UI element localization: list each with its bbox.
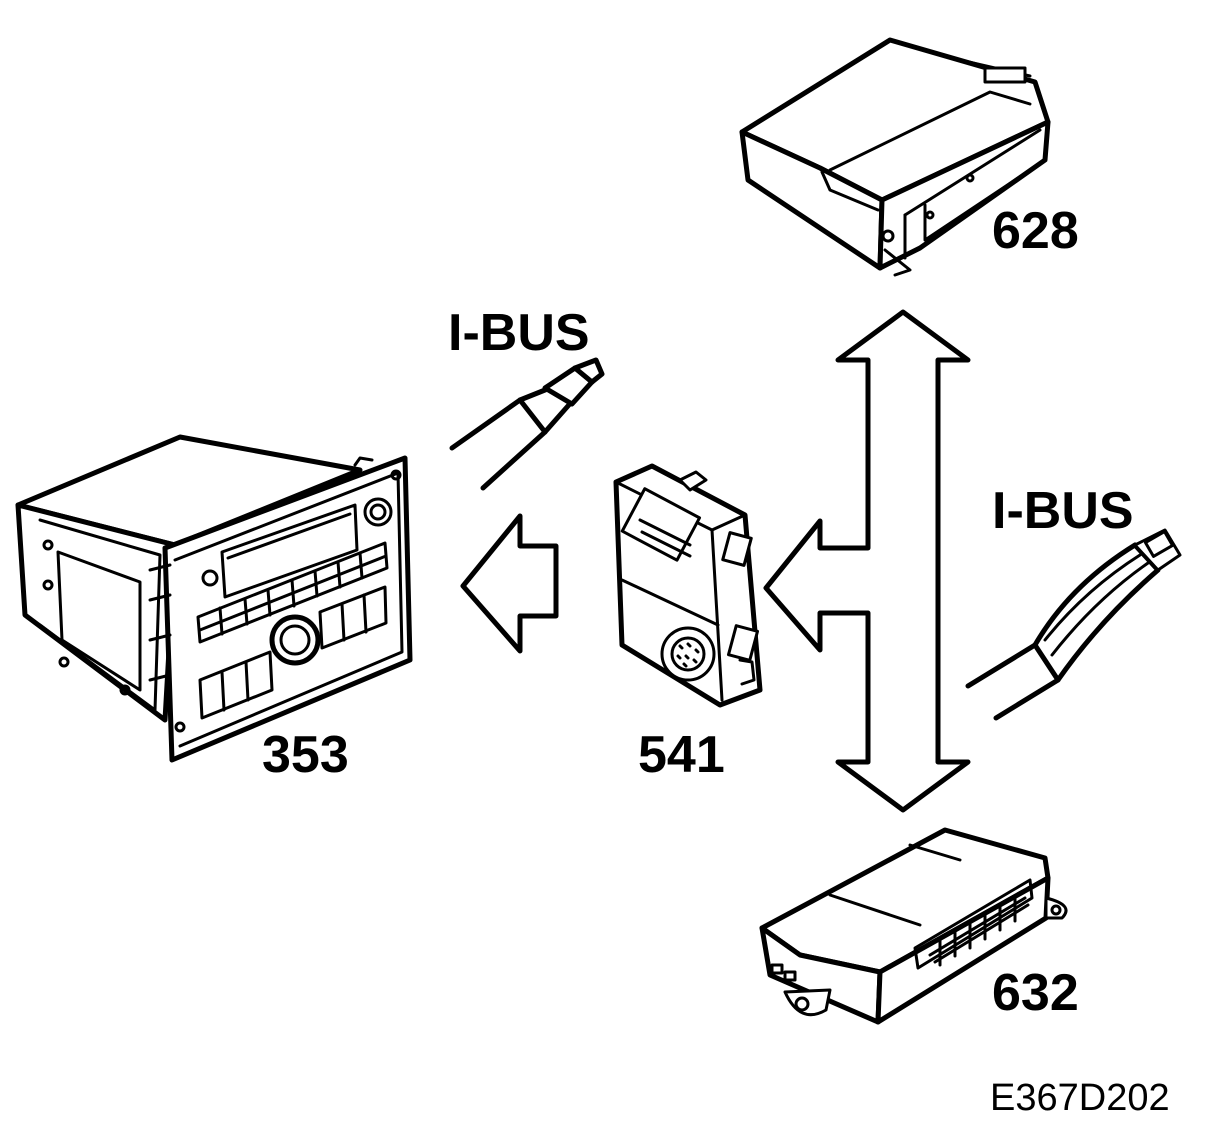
ibus-cable-left bbox=[449, 357, 605, 491]
figure-code: E367D202 bbox=[990, 1077, 1170, 1119]
lower-module-632 bbox=[759, 827, 1068, 1025]
label-541: 541 bbox=[638, 726, 725, 784]
upper-module-628 bbox=[739, 37, 1051, 277]
ibus-cable-right bbox=[965, 528, 1182, 721]
radio-353 bbox=[15, 434, 413, 763]
ibus-label-left: I-BUS bbox=[448, 304, 590, 362]
bus-arrows bbox=[460, 309, 971, 813]
integration-module-541 bbox=[613, 463, 763, 708]
label-628: 628 bbox=[992, 202, 1079, 260]
ibus-label-right: I-BUS bbox=[992, 482, 1134, 540]
label-353: 353 bbox=[262, 726, 349, 784]
label-632: 632 bbox=[992, 964, 1079, 1022]
